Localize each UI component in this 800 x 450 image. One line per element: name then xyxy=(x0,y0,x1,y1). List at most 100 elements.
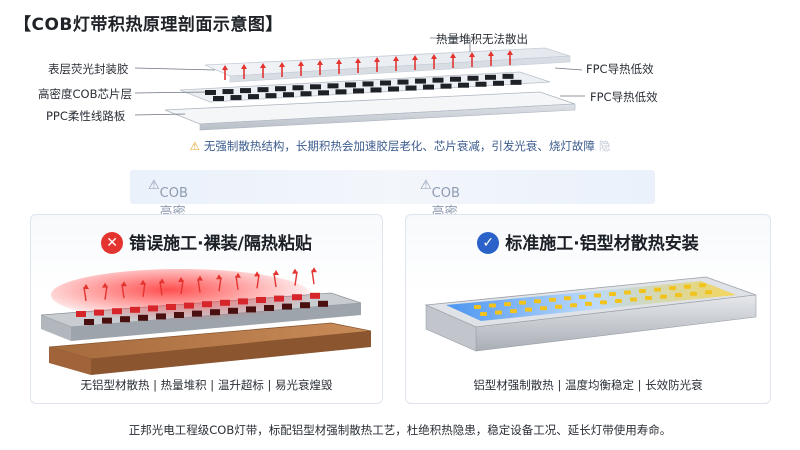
left-heat-arrow xyxy=(294,271,298,286)
cob-chip xyxy=(222,89,234,95)
label-heat-accumulation: 热量堆积无法散出 xyxy=(436,32,528,46)
cob-chip xyxy=(485,74,496,80)
hot-chip xyxy=(282,303,292,310)
cob-chip xyxy=(335,89,347,95)
label-pcb: PPC柔性线路板 xyxy=(46,109,126,123)
left-heat-arrow xyxy=(273,272,277,288)
cob-chip xyxy=(248,94,259,100)
cool-chip xyxy=(675,293,682,298)
cool-chip xyxy=(495,310,502,315)
cob-chip xyxy=(458,82,469,88)
heat-arrow-head xyxy=(469,52,475,57)
cob-chip xyxy=(327,83,339,89)
cool-chip xyxy=(630,297,637,302)
hot-chip xyxy=(138,314,148,321)
cob-chip xyxy=(370,87,382,93)
hot-chip xyxy=(256,297,266,303)
cob-chip xyxy=(283,92,294,98)
label-encapsulation: 表层荧光封装胶 xyxy=(48,62,129,76)
hot-chip xyxy=(274,295,284,302)
warning-icon: ⚠ xyxy=(189,139,200,153)
cool-chip xyxy=(615,298,622,303)
left-heat-arrows xyxy=(83,267,317,302)
cool-chip xyxy=(555,304,562,309)
heat-arrow-head xyxy=(241,64,247,69)
cool-chip xyxy=(579,294,586,299)
cool-chip xyxy=(480,312,487,316)
heat-arrow-head xyxy=(260,63,266,68)
cob-chip xyxy=(388,86,399,92)
heat-arrow-head xyxy=(374,57,380,62)
cob-chip xyxy=(300,91,312,97)
cob-chip xyxy=(240,88,251,94)
hot-chip xyxy=(112,308,122,315)
heat-arrow-head xyxy=(431,54,437,59)
cool-chip xyxy=(624,290,631,295)
left-heat-arrow-head xyxy=(311,267,317,273)
cob-chip xyxy=(380,80,391,86)
cob-chip xyxy=(467,75,479,81)
hot-chip xyxy=(130,306,140,313)
cob-chip xyxy=(493,80,504,86)
cob-chip xyxy=(362,81,374,87)
left-heat-arrow-head xyxy=(292,268,298,274)
left-heat-arrow-head xyxy=(121,281,127,287)
cob-chip xyxy=(310,84,321,90)
cool-chip xyxy=(549,297,556,302)
cross-icon: ✕ xyxy=(101,232,124,254)
cool-chip xyxy=(474,305,481,309)
left-heat-arrow-head xyxy=(178,277,184,282)
cool-chip xyxy=(600,300,607,305)
hot-chip xyxy=(238,298,248,305)
label-chip-layer: 高密度COB芯片层 xyxy=(38,87,132,101)
left-heat-arrow-head xyxy=(235,272,241,278)
cob-chip xyxy=(432,77,444,83)
left-heat-arrow-head xyxy=(83,284,89,289)
label-fpc-1: FPC导热低效 xyxy=(586,62,654,76)
heat-arrow-head xyxy=(355,58,361,63)
left-heat-arrow-head xyxy=(254,271,260,277)
cob-chip xyxy=(397,79,409,85)
overheated-chips xyxy=(76,292,328,325)
label-fpc-2: FPC导热低效 xyxy=(590,90,658,104)
panel-correct-footer: 铝型材强制散热 | 温度均衡稳定 | 长效防光衰 xyxy=(473,378,703,392)
heat-arrow-head xyxy=(507,50,513,55)
heat-arrow-head xyxy=(336,59,342,64)
cool-chip xyxy=(564,296,571,301)
cool-chip xyxy=(540,306,547,311)
page-title: 【COB灯带积热原理剖面示意图】 xyxy=(14,15,283,35)
cool-chip xyxy=(570,303,577,308)
hot-chip xyxy=(210,309,220,316)
aluminum-profile-illustration xyxy=(424,276,757,352)
left-heat-arrow xyxy=(218,277,222,292)
hot-chip xyxy=(184,302,194,309)
hot-chip xyxy=(192,310,202,317)
cool-chip xyxy=(705,290,712,295)
hot-chip xyxy=(174,312,184,318)
hot-chip xyxy=(246,306,256,313)
cool-chip xyxy=(690,291,697,296)
hot-chip xyxy=(264,305,274,311)
hot-chip xyxy=(310,292,320,299)
cool-chip xyxy=(654,287,661,292)
panel-correct-install: ✓标准施工·铝型材散热安装 铝型材强制散热 | 温度均衡稳定 | 长效防光衰 xyxy=(405,214,771,404)
cool-chip xyxy=(609,291,616,296)
panel-correct-title: ✓标准施工·铝型材散热安装 xyxy=(406,229,770,254)
cooled-strip xyxy=(446,281,736,321)
hot-chip xyxy=(166,304,176,310)
cob-chip xyxy=(205,90,216,95)
cool-chip xyxy=(585,301,592,306)
panel-wrong-install: ✕错误施工·裸装/隔热粘贴 无铝型材散热 | 热量堆积 | 温升超标 | 易光衰… xyxy=(30,214,383,404)
cob-chip xyxy=(502,73,514,79)
left-heat-arrow xyxy=(142,282,146,297)
cob-chip xyxy=(440,83,452,89)
hot-chip xyxy=(84,319,94,325)
left-heat-arrow xyxy=(311,270,315,285)
cool-chip xyxy=(639,289,646,294)
footer-text: 正邦光电工程级COB灯带，标配铝型材强制散热工艺，杜绝积热隐患，稳定设备工况、延… xyxy=(128,423,672,437)
cooled-chips xyxy=(474,283,712,316)
panel-wrong-footer: 无铝型材散热 | 热量堆积 | 温升超标 | 易光衰煌毁 xyxy=(80,378,333,392)
cob-chip xyxy=(345,82,356,88)
left-heat-arrow-head xyxy=(216,274,222,280)
cob-chip xyxy=(292,85,304,91)
